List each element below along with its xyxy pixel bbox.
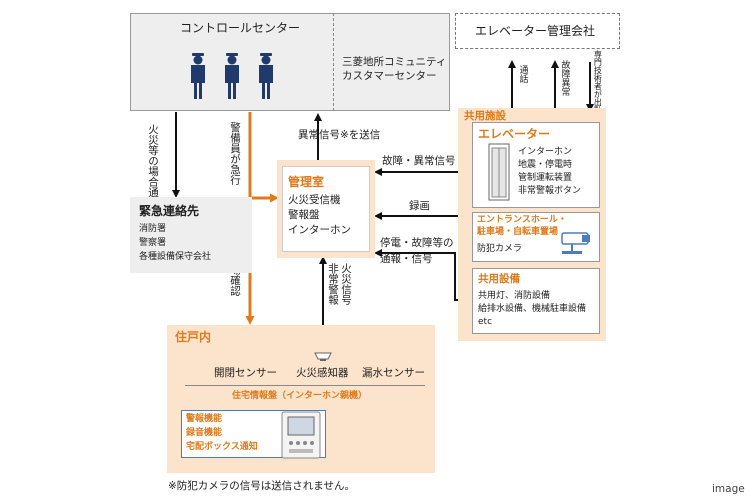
entrance-item: 防犯カメラ xyxy=(477,244,523,254)
equipment-title: 共用設備 xyxy=(478,273,520,285)
security-camera-icon xyxy=(561,232,590,254)
emergency-box xyxy=(130,197,252,273)
equipment-item: 給排水設備、機械駐車設備 xyxy=(478,304,587,314)
control-center-title: コントロールセンター xyxy=(180,21,301,35)
label-power-outage: 停電・故障等の xyxy=(380,237,454,249)
sensor-fire: 火災感知器 xyxy=(296,367,349,379)
label-abnormal-alarm: 非常警報 xyxy=(327,263,340,305)
management-room-title: 管理室 xyxy=(288,175,325,189)
elevator-item: 管制運転装置 xyxy=(518,173,573,183)
label-fault-abnormal: 故障・異常信号 xyxy=(382,155,456,167)
fire-detector-icon xyxy=(314,352,332,361)
sensor-line xyxy=(185,385,425,386)
footnote: ※防犯カメラの信号は送信されません。 xyxy=(168,480,355,492)
dwelling-title: 住戸内 xyxy=(175,330,212,344)
management-room-item: 警報盤 xyxy=(288,209,320,221)
emergency-item: 消防署 xyxy=(139,224,167,234)
elevator-title: エレベーター xyxy=(478,127,551,141)
label-guard-rush: 警備員が急行 xyxy=(229,122,242,185)
security-guard-icon xyxy=(191,53,273,99)
equipment-box xyxy=(472,268,600,334)
customer-center-line2: カスタマーセンター xyxy=(342,70,437,82)
sensor-water-leak: 漏水センサー xyxy=(362,367,425,379)
elevator-item: インターホン xyxy=(518,147,573,157)
emergency-item: 各種設備保守会社 xyxy=(139,252,212,262)
management-room-item: 火災受信機 xyxy=(288,194,341,206)
equipment-item: 共用灯、消防設備 xyxy=(478,291,551,301)
management-room-inner xyxy=(282,166,370,252)
emergency-item: 警察署 xyxy=(139,238,167,248)
elevator-door-icon xyxy=(488,143,510,201)
label-call: 通話 xyxy=(517,65,528,83)
control-center-box xyxy=(130,13,450,111)
label-fault-v: 故障異常 xyxy=(559,60,570,96)
elevator-item: 非常警報ボタン xyxy=(518,186,582,196)
label-abnormal-send: 異常信号※を送信 xyxy=(298,129,381,141)
customer-center-line1: 三菱地所コミュニティ xyxy=(342,56,447,68)
elevator-company-title: エレベーター管理会社 xyxy=(475,24,596,38)
image-watermark: image xyxy=(712,483,745,495)
emergency-title: 緊急連絡先 xyxy=(139,204,200,218)
label-fire-signal: 火災信号 xyxy=(340,263,353,305)
control-center-divider xyxy=(333,13,334,111)
entrance-title-line1: エントランスホール・ xyxy=(477,215,567,225)
equipment-item: etc xyxy=(478,317,493,327)
label-fire-notice: 火災等の場合通報 xyxy=(147,124,160,208)
management-room-item: インターホン xyxy=(288,224,351,236)
elevator-company-box xyxy=(455,13,620,49)
sensor-open-close: 開閉センサー xyxy=(214,367,277,379)
panel-function: 宅配ボックス通知 xyxy=(186,442,258,452)
label-tech-dispatch: 専門技術者が出動・対応 xyxy=(593,50,603,138)
panel-function: 録音機能 xyxy=(186,428,223,438)
panel-title: 住宅情報盤（インターホン親機） xyxy=(232,391,368,401)
label-recording: 録画 xyxy=(409,200,430,212)
entrance-title-line2: 駐車場・自転車置場 xyxy=(477,227,559,237)
elevator-item: 地震・停電時 xyxy=(518,160,573,170)
shared-facilities-title: 共用施設 xyxy=(464,110,506,122)
panel-function: 警報機能 xyxy=(186,414,223,424)
intercom-panel-icon xyxy=(281,411,321,459)
label-notice-signal: 通報・信号 xyxy=(380,253,433,265)
